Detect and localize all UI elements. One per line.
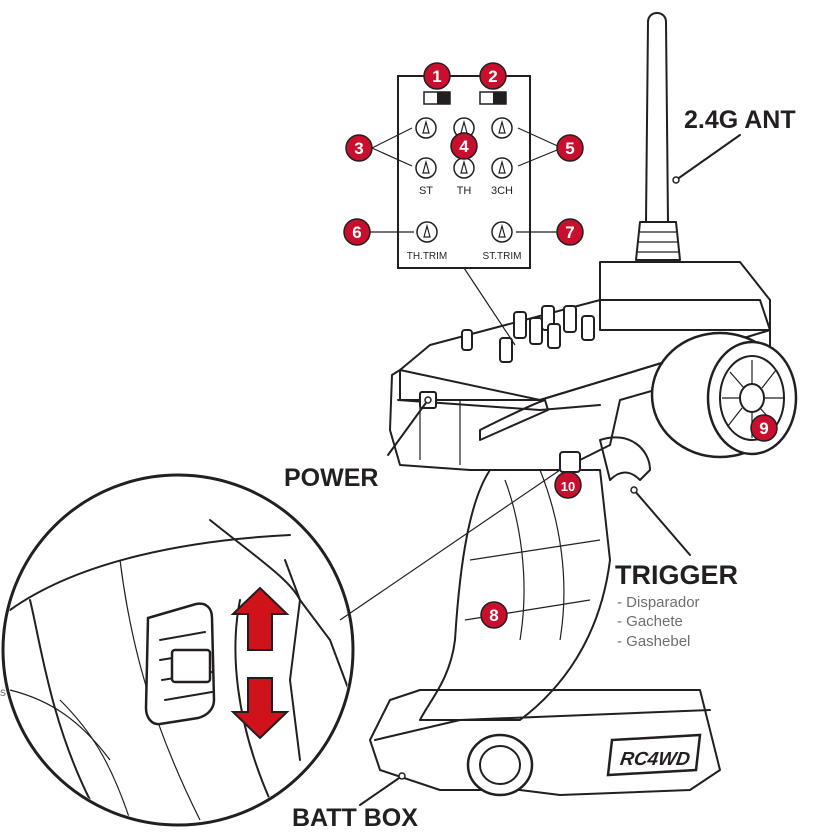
grip: [419, 469, 611, 721]
badge-3: 3: [345, 134, 373, 162]
badge-number: 7: [565, 223, 574, 242]
knob-label-st: ST: [419, 185, 433, 197]
panel-leader: [463, 267, 516, 346]
wheel-icon: [650, 331, 798, 459]
arrow-down-icon: [230, 677, 290, 740]
trigger-translation-3: - Gashebel: [617, 633, 690, 650]
badge-number: 5: [565, 139, 574, 158]
trigger-label: TRIGGER: [615, 560, 738, 590]
knob-icon: [415, 157, 437, 179]
svg-text:RC4WD: RC4WD: [619, 749, 692, 770]
knob-icon: [453, 157, 475, 179]
knob-label-st-trim: ST.TRIM: [483, 251, 522, 262]
trigger: [599, 436, 651, 481]
badge-1: 1: [423, 62, 451, 90]
control-panel-detail: ST TH 3CH TH.TRIM ST.TRIM: [397, 75, 531, 269]
badge-8: 8: [480, 601, 508, 629]
badge-9: 9: [750, 414, 778, 442]
badge-number: 10: [561, 479, 575, 494]
switch-icon: [479, 91, 507, 105]
trigger-translation-1: - Disparador: [617, 594, 700, 611]
badge-6: 6: [343, 218, 371, 246]
badge-7: 7: [556, 218, 584, 246]
knob-label-3ch: 3CH: [491, 185, 513, 197]
switch-icon: [423, 91, 451, 105]
antenna-label: 2.4G ANT: [684, 106, 796, 134]
batt-box-label: BATT BOX: [292, 804, 418, 832]
badge-number: 6: [352, 223, 361, 242]
power-switch-icon: [144, 602, 216, 726]
badge-number: 3: [354, 139, 363, 158]
power-label: POWER: [284, 464, 378, 492]
badge-number: 4: [459, 137, 469, 156]
knob-label-th: TH: [457, 185, 472, 197]
badge-number: 8: [489, 606, 498, 625]
knob-icon: [491, 117, 513, 139]
knob-icon: [491, 221, 513, 243]
trigger-translation-2: - Gachete: [617, 613, 683, 630]
antenna: [645, 12, 669, 223]
callout-lines: [359, 127, 741, 806]
badges: 1 2 3 4 5 6 7 8 9 10: [343, 62, 778, 629]
badge-number: 2: [488, 67, 497, 86]
badge-number: 1: [432, 67, 441, 86]
top-knobs: [461, 305, 595, 363]
badge-4: 4: [450, 132, 478, 160]
zoom-leader: [339, 469, 561, 621]
knob-icon: [415, 117, 437, 139]
zoom-circle: [1, 473, 355, 827]
knob-label-th-trim: TH.TRIM: [407, 251, 448, 262]
batt-box: [369, 689, 721, 796]
brand-badge: RC4WD: [606, 733, 702, 777]
badge-10: 10: [554, 471, 582, 499]
edge-fragment: s: [0, 685, 6, 699]
knob-icon: [491, 157, 513, 179]
badge-2: 2: [479, 62, 507, 90]
badge-number: 9: [759, 419, 768, 438]
knob-icon: [416, 221, 438, 243]
badge-5: 5: [556, 134, 584, 162]
arrow-up-icon: [230, 586, 290, 651]
